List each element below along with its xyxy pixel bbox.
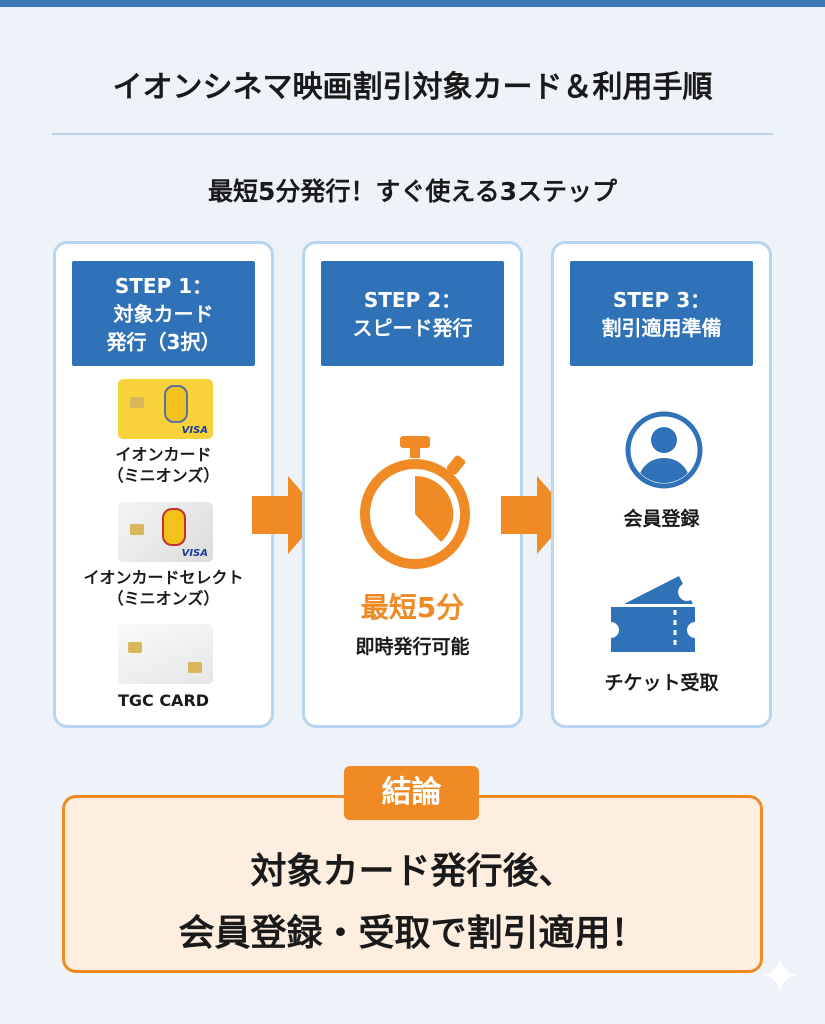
member-registration-label: 会員登録 — [623, 508, 700, 530]
step-3-header: STEP 3： 割引適用準備 — [570, 261, 753, 366]
divider — [52, 133, 773, 135]
user-icon — [625, 411, 703, 489]
step-1-panel: STEP 1： 対象カード 発行（3択） VISA イオンカード（ミニオンズ） … — [53, 241, 274, 728]
visa-logo: VISA — [181, 548, 208, 559]
step-3-panel: STEP 3： 割引適用準備 会員登録 チケット受取 — [551, 241, 772, 728]
card-label: イオンカードセレクト（ミニオンズ） — [83, 568, 244, 608]
top-bar — [0, 0, 825, 7]
step-label: STEP 3： — [612, 287, 711, 312]
step-label: STEP 2： — [363, 287, 462, 312]
card-chip — [130, 397, 144, 408]
highlight-time: 最短5分 — [360, 591, 465, 624]
conclusion-tag: 結論 — [344, 766, 479, 820]
minion-graphic — [162, 508, 186, 546]
step-2-panel: STEP 2： スピード発行 最短5分 即時発行可能 — [302, 241, 523, 728]
page-title: イオンシネマ映画割引対象カード＆利用手順 — [112, 70, 713, 105]
step-title: 割引適用準備 — [601, 315, 722, 340]
caption: 即時発行可能 — [355, 636, 470, 658]
conclusion-line: 会員登録・受取で割引適用！ — [178, 913, 647, 954]
step-title: 対象カード — [113, 301, 214, 326]
card-label: イオンカード（ミニオンズ） — [107, 445, 220, 485]
step-label: STEP 1： — [114, 273, 213, 298]
card-chip — [188, 662, 202, 673]
conclusion-line: 対象カード発行後、 — [250, 851, 575, 892]
conclusion-box: 対象カード発行後、 会員登録・受取で割引適用！ — [62, 795, 763, 973]
step-1-header: STEP 1： 対象カード 発行（3択） — [72, 261, 255, 366]
card-chip — [130, 524, 144, 535]
aeon-card-select-minions-image: VISA — [118, 502, 213, 562]
ticket-icon — [611, 576, 695, 652]
tgc-card-image — [118, 624, 213, 684]
step-title: スピード発行 — [352, 315, 473, 340]
subtitle: 最短5分発行！すぐ使える3ステップ — [207, 177, 618, 206]
card-chip — [128, 642, 142, 653]
step-title: 発行（3択） — [106, 329, 221, 354]
stopwatch-icon — [360, 436, 470, 569]
minion-graphic — [164, 385, 188, 423]
aeon-card-minions-image: VISA — [118, 379, 213, 439]
card-label: TGC CARD — [117, 691, 210, 710]
visa-logo: VISA — [181, 425, 208, 436]
sparkle-icon — [762, 957, 798, 993]
step-2-header: STEP 2： スピード発行 — [321, 261, 504, 366]
ticket-receive-label: チケット受取 — [604, 672, 719, 694]
